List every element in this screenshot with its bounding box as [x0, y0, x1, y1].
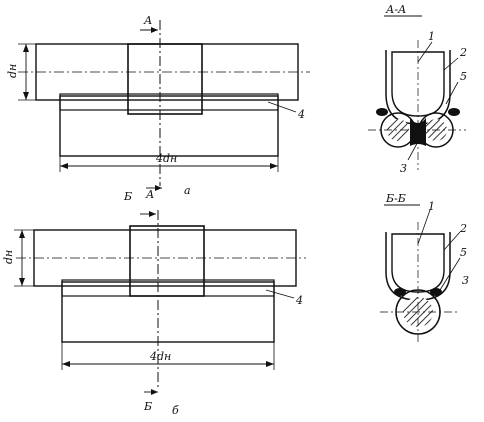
label-part-4-top: 4 — [297, 108, 305, 121]
label-caption-a: а — [184, 184, 191, 197]
bottom-splint-plate — [129, 225, 205, 297]
label-dim-4d-bottom: 4dн — [149, 350, 171, 363]
aa-weld-right — [448, 108, 460, 116]
label-aa-part3: 3 — [400, 162, 407, 175]
label-caption-b: б — [172, 404, 179, 417]
label-section-a-mid: А — [145, 188, 154, 201]
label-aa-part5: 5 — [460, 70, 467, 83]
top-splint-plate — [127, 43, 203, 115]
label-bb-part3: 3 — [462, 274, 469, 287]
label-bb-part1: 1 — [428, 200, 435, 213]
label-section-b-bottom: Б — [143, 400, 152, 413]
top-assembly — [18, 20, 310, 191]
label-view-aa-title: А-А — [385, 3, 406, 16]
label-section-a-top: А — [143, 14, 152, 27]
label-section-b-mid: Б — [123, 190, 132, 203]
aa-weld-left — [376, 108, 388, 116]
labels: А dн 4dн Б А а dн 4dн Б б 4 4 А-А 1 2 5 … — [2, 3, 469, 417]
label-view-bb-title: Б-Б — [385, 192, 406, 205]
bottom-lower-bar — [61, 281, 275, 343]
label-aa-part1: 1 — [428, 30, 435, 43]
label-bb-part2: 2 — [459, 222, 467, 235]
label-aa-part2: 2 — [459, 46, 467, 59]
label-dim-d-bottom: dн — [2, 250, 15, 264]
bb-weld-left — [394, 288, 406, 296]
section-bb — [380, 204, 461, 342]
bb-weld-right — [430, 288, 442, 296]
bottom-assembly — [14, 210, 306, 395]
label-dim-4d-top: 4dн — [155, 152, 177, 165]
label-part-4-bottom: 4 — [295, 294, 303, 307]
label-dim-d-top: dн — [6, 64, 19, 78]
top-weld-seam — [59, 93, 279, 111]
label-bb-part5: 5 — [460, 246, 467, 259]
section-aa — [368, 15, 466, 170]
top-lower-bar — [59, 95, 279, 157]
